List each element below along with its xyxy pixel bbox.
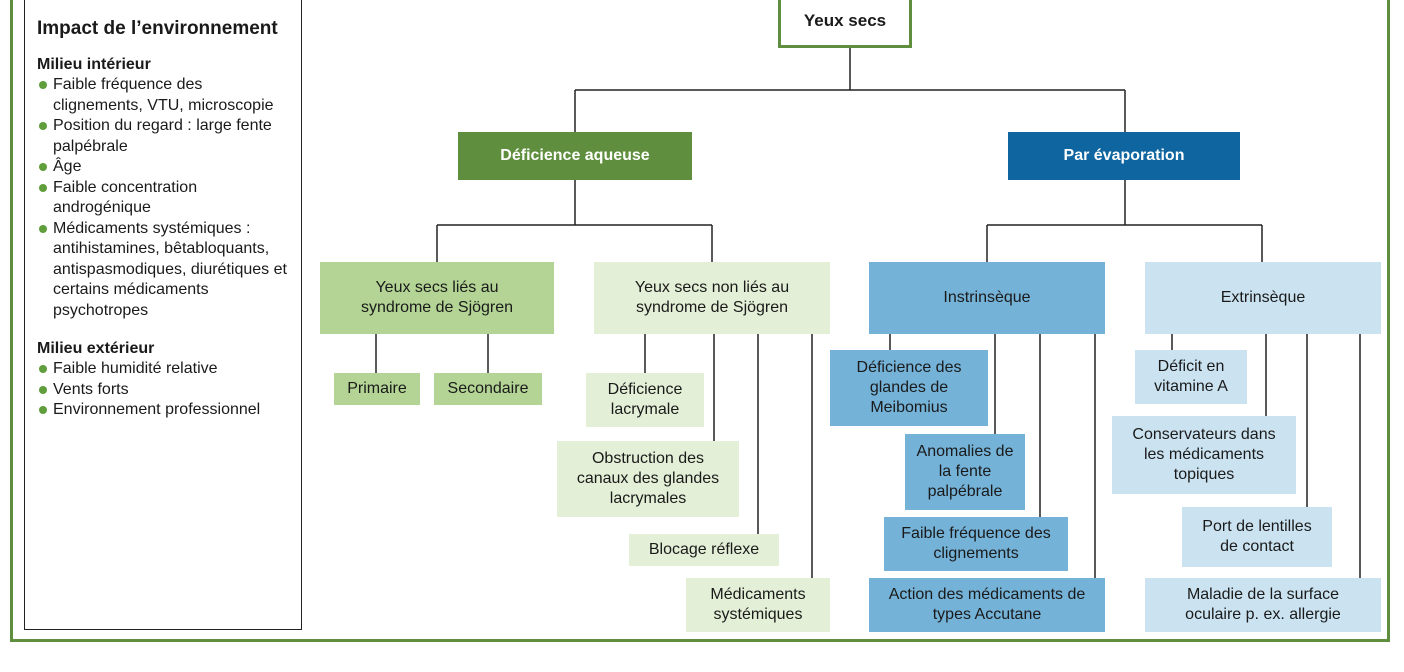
node-ocular-surface-disease: Maladie de la surface oculaire p. ex. al… — [1145, 578, 1381, 632]
list-item: Âge — [37, 157, 289, 178]
node-evaporative: Par évaporation — [1008, 132, 1240, 180]
node-secondary: Secondaire — [434, 373, 542, 405]
exterior-list: Faible humidité relative Vents forts Env… — [37, 359, 289, 421]
node-low-blink-rate: Faible fréquence des clignements — [884, 517, 1068, 571]
interior-list: Faible fréquence des clignements, VTU, m… — [37, 75, 289, 321]
list-item: Vents forts — [37, 380, 289, 401]
node-accutane-medication: Action des médicaments de types Accutane — [869, 578, 1105, 632]
node-non-sjogren: Yeux secs non liés au syndrome de Sjögre… — [594, 262, 830, 334]
list-item: Environnement professionnel — [37, 400, 289, 421]
node-sjogren: Yeux secs liés au syndrome de Sjögren — [320, 262, 554, 334]
list-item: Faible fréquence des clignements, VTU, m… — [37, 75, 289, 116]
list-item: Médicaments systémiques : antihistamines… — [37, 219, 289, 322]
node-reflex-block: Blocage réflexe — [629, 534, 779, 566]
exterior-heading: Milieu extérieur — [37, 340, 155, 357]
node-extrinsic: Extrinsèque — [1145, 262, 1381, 334]
node-lacrimal-deficiency: Déficience lacrymale — [586, 373, 704, 427]
list-item: Faible humidité relative — [37, 359, 289, 380]
interior-heading: Milieu intérieur — [37, 56, 151, 73]
diagram-frame — [10, 0, 1390, 642]
node-lacrimal-duct-obstruction: Obstruction des canaux des glandes lacry… — [557, 441, 739, 517]
node-vitamin-a-deficit: Déficit en vitamine A — [1135, 350, 1247, 404]
node-systemic-medication: Médicaments systémiques — [686, 578, 830, 632]
node-aqueous-deficiency: Déficience aqueuse — [458, 132, 692, 180]
list-item: Faible concentration androgénique — [37, 178, 289, 219]
node-palpebral-anomalies: Anomalies de la fente palpébrale — [905, 434, 1025, 510]
node-topical-preservatives: Conservateurs dans les médicaments topiq… — [1112, 416, 1296, 494]
node-meibomian-deficiency: Déficience des glandes de Meibomius — [830, 350, 988, 426]
panel-title: Impact de l’environnement — [37, 18, 278, 39]
node-contact-lenses: Port de lentilles de contact — [1182, 507, 1332, 567]
environment-impact-panel: Impact de l’environnement Milieu intérie… — [24, 0, 302, 630]
node-intrinsic: Instrinsèque — [869, 262, 1105, 334]
list-item: Position du regard : large fente palpébr… — [37, 116, 289, 157]
node-root: Yeux secs — [778, 0, 912, 48]
node-primary: Primaire — [334, 373, 420, 405]
